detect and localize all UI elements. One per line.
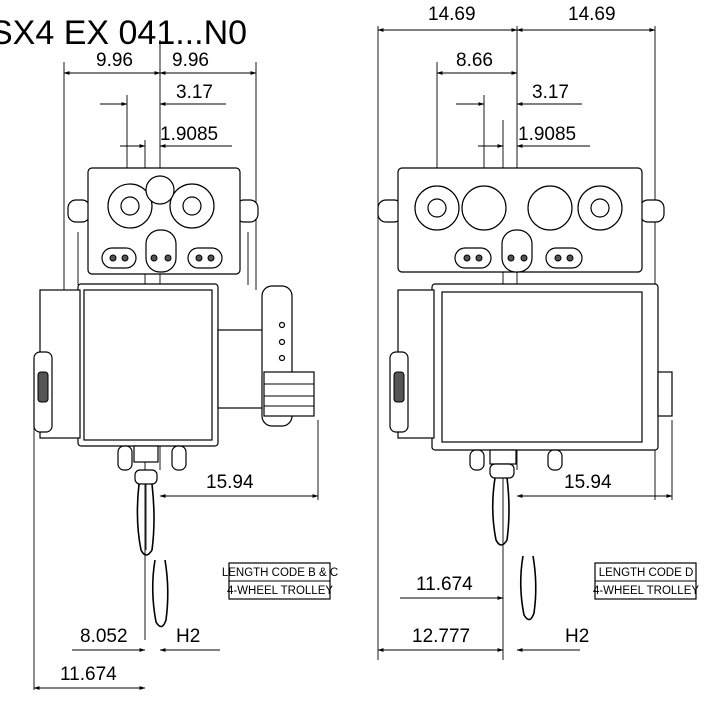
dim-right-h2: H2 [565, 626, 589, 647]
dim-right-offset-c: 8.66 [456, 50, 493, 71]
left-label-line1: LENGTH CODE B & C [222, 567, 338, 579]
left-hook [134, 469, 169, 628]
dim-right-mid-left: 11.674 [416, 574, 473, 595]
right-hook [489, 463, 537, 621]
left-hoist-view: 9.96 9.96 3.17 1.9085 15.94 LENGTH CODE … [33, 40, 338, 690]
dim-left-h2: H2 [176, 626, 200, 647]
dim-left-top-left: 9.96 [96, 50, 133, 71]
dim-left-top-right: 9.96 [172, 50, 209, 71]
dim-left-bottom-b: 11.674 [60, 664, 117, 685]
dim-right-right-side: 15.94 [564, 472, 612, 493]
right-hoist-body [389, 283, 673, 471]
right-label-line2: 4-WHEEL TROLLEY [593, 585, 699, 597]
dim-right-top-right: 14.69 [568, 4, 616, 25]
left-length-code-label: LENGTH CODE B & C 4-WHEEL TROLLEY [222, 562, 338, 600]
right-length-code-label: LENGTH CODE D 4-WHEEL TROLLEY [593, 562, 699, 600]
drawing-title: SX4 EX 041...N0 [0, 14, 247, 52]
dim-left-bottom-a: 8.052 [80, 626, 128, 647]
left-label-line2: 4-WHEEL TROLLEY [227, 585, 333, 597]
dim-right-offset-b: 1.9085 [518, 124, 576, 145]
dim-right-bottom-a: 12.777 [412, 626, 470, 647]
dim-left-offset-b: 1.9085 [160, 124, 218, 145]
dim-right-offset-a: 3.17 [532, 82, 569, 103]
left-trolley-block [67, 167, 259, 285]
dim-left-right-side: 15.94 [206, 472, 254, 493]
right-label-line1: LENGTH CODE D [599, 567, 694, 579]
right-hoist-view: 14.69 14.69 8.66 3.17 1.9085 15.94 LENGT… [377, 4, 699, 660]
left-hoist-body [33, 283, 315, 471]
dim-left-offset-a: 3.17 [176, 82, 213, 103]
right-trolley-block [377, 167, 665, 273]
dim-right-top-left: 14.69 [428, 4, 476, 25]
